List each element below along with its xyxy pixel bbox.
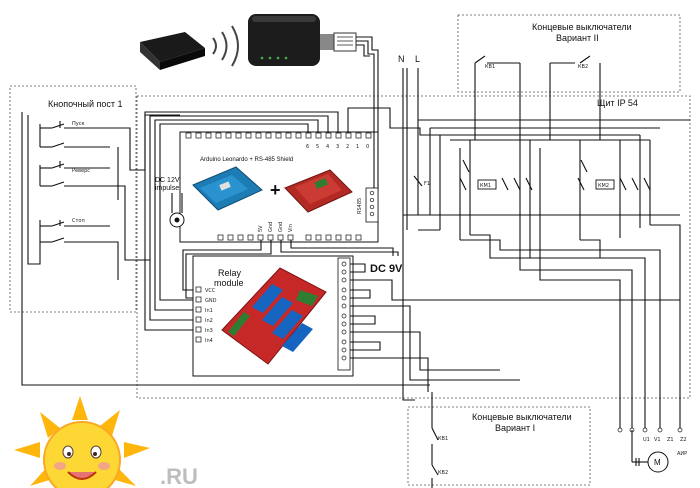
svg-text:Z2: Z2 (680, 437, 687, 443)
wireless-signal-icon (212, 25, 239, 67)
limit-switch-kb2-bottom: КВ2 (431, 464, 448, 488)
panel-wiring (418, 119, 690, 430)
gsm-remote-icon (140, 32, 205, 70)
limit-switch-kv2-top (549, 55, 601, 140)
svg-text:АИР: АИР (677, 451, 687, 457)
limit-switch-top-box (457, 14, 681, 93)
button-station-wiring (21, 112, 430, 386)
svg-text:КМ2: КМ2 (598, 183, 609, 189)
svg-text:1: 1 (356, 144, 359, 150)
svg-text:F1: F1 (424, 181, 430, 187)
n-label: N (398, 54, 405, 64)
dc9-label: DC 9V (370, 263, 403, 275)
svg-text:2: 2 (346, 144, 349, 150)
limit-switch-kb1-bottom: КВ1 (431, 392, 448, 465)
button-stop: Стоп (39, 218, 110, 243)
arduino-power-wires (182, 240, 399, 299)
dc-jack-icon (169, 193, 185, 228)
power-lines (402, 68, 680, 401)
arduino-block: 6 5 4 3 2 1 0 Arduino Leonardo + RS-485 … (179, 131, 379, 243)
button-station-title: Кнопочный пост 1 (48, 99, 123, 109)
relay-output-wires (350, 263, 680, 392)
arduino-board-image (192, 166, 263, 211)
dc12-label-2: impulse (155, 185, 179, 192)
svg-text:Gnd: Gnd (268, 222, 274, 232)
relay-module-block: Relay module VCC GND In1 In2 In3 In4 (192, 255, 354, 377)
contactor-km2: КМ2 (577, 159, 651, 191)
relay-board-image (221, 267, 327, 365)
svg-text:4: 4 (326, 144, 329, 150)
gsm-connector-icon (320, 32, 357, 52)
l-label: L (415, 54, 420, 64)
sun-logo-watermark (14, 396, 150, 488)
kv1-top: КВ1 (485, 64, 495, 70)
svg-text:VCC: VCC (205, 288, 216, 294)
svg-text:In2: In2 (205, 318, 213, 324)
panel-box (136, 95, 691, 399)
arduino-top-header (185, 132, 372, 139)
contactor-km1: КМ1 (459, 159, 533, 191)
svg-text:V1: V1 (654, 437, 661, 443)
rs485-shield-image (284, 169, 353, 213)
svg-text:M: M (654, 458, 661, 467)
svg-text:КМ1: КМ1 (480, 183, 491, 189)
button-reverse: Реверс (39, 161, 110, 187)
watermark-text: .RU (160, 464, 198, 488)
svg-text:In4: In4 (205, 338, 213, 344)
svg-text:In3: In3 (205, 328, 213, 334)
relay-inputs (195, 286, 202, 343)
rs485-label: RS485 (357, 198, 363, 214)
svg-text:3: 3 (336, 144, 339, 150)
svg-text:КВ2: КВ2 (438, 470, 448, 476)
kv2-top: КВ2 (578, 64, 588, 70)
relay-output-terminals (337, 257, 351, 371)
svg-text:Gnd: Gnd (278, 222, 284, 232)
svg-text:Пуск: Пуск (72, 121, 85, 127)
svg-text:U1: U1 (643, 437, 650, 443)
svg-text:module: module (214, 278, 244, 288)
svg-text:Реверс: Реверс (72, 168, 90, 174)
gsm-wires (356, 36, 379, 197)
svg-text:GND: GND (205, 298, 217, 304)
panel-title: Щит IP 54 (597, 98, 638, 108)
arduino-label: Arduino Leonardo + RS-485 Shield (200, 157, 293, 163)
limit-bottom-title-2: Вариант I (495, 423, 535, 433)
rs485-connector (365, 187, 379, 223)
svg-text:In1: In1 (205, 308, 213, 314)
gsm-receiver-icon (248, 14, 320, 66)
dc12-label-1: DC 12V (155, 177, 180, 184)
svg-text:5V: 5V (258, 225, 264, 232)
limit-top-title-2: Вариант II (556, 33, 599, 43)
plus-sign: + (270, 180, 281, 200)
limit-bottom-title-1: Концевые выключатели (472, 412, 572, 422)
limit-switch-bottom-box (407, 406, 591, 486)
limit-top-title-1: Концевые выключатели (532, 22, 632, 32)
svg-text:0: 0 (366, 144, 369, 150)
svg-text:Стоп: Стоп (72, 218, 85, 224)
svg-text:Z1: Z1 (667, 437, 674, 443)
svg-text:6: 6 (306, 144, 309, 150)
arduino-bottom-header (217, 234, 362, 241)
fuse-f1: F1 (413, 175, 430, 187)
svg-text:5: 5 (316, 144, 319, 150)
motor: U1 V1 Z1 Z2 M АИР (617, 427, 687, 473)
svg-text:КВ1: КВ1 (438, 436, 448, 442)
svg-text:Vin: Vin (288, 224, 294, 232)
button-station-box (9, 85, 137, 313)
limit-switch-kv1-top (474, 55, 521, 140)
svg-text:Relay: Relay (218, 268, 242, 278)
button-start: Пуск (39, 121, 110, 148)
arduino-signal-wires (144, 107, 440, 331)
